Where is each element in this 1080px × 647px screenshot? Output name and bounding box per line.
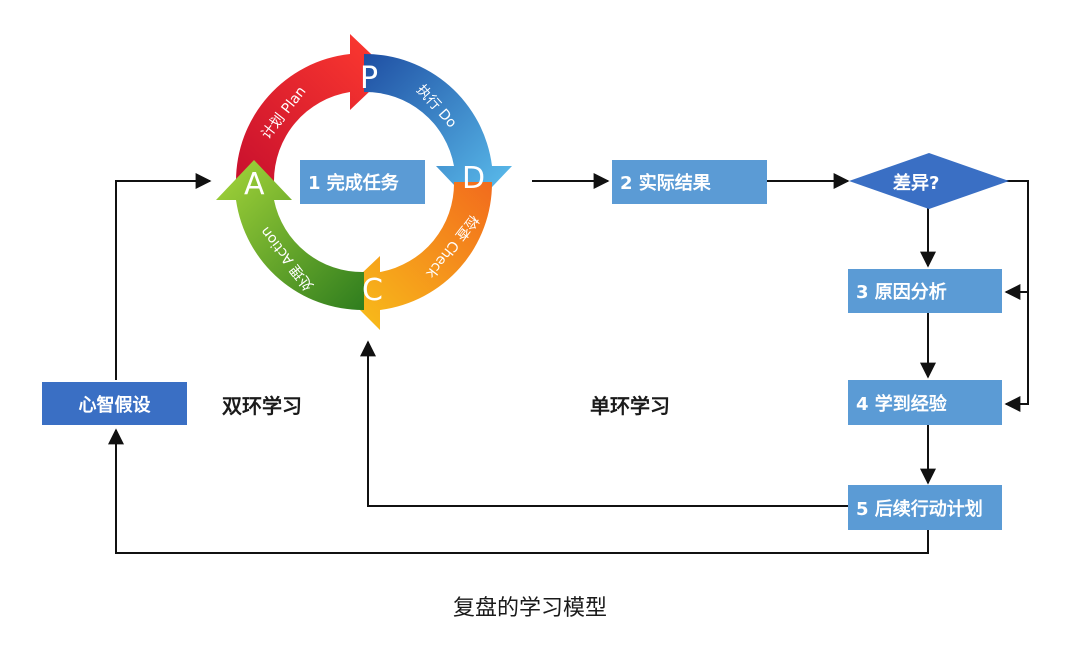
follow-up-plan-label: 5 后续行动计划 — [856, 498, 983, 520]
double-loop-label: 双环学习 — [222, 394, 302, 418]
cause-analysis-box: 3 原因分析 — [848, 269, 1002, 313]
act-arc — [216, 160, 364, 311]
arrow-model-to-cycle — [115, 173, 212, 380]
plan-letter: P — [360, 61, 378, 96]
actual-result-label: 2 实际结果 — [620, 173, 711, 194]
arrow-double-loop — [108, 428, 929, 554]
follow-up-plan-box: 5 后续行动计划 — [848, 485, 1002, 530]
arrow-single-loop — [360, 340, 848, 507]
single-loop-label: 单环学习 — [590, 394, 670, 418]
act-letter: A — [244, 167, 265, 202]
mental-model-box: 心智假设 — [42, 382, 187, 425]
check-arc — [342, 182, 493, 330]
check-letter: C — [362, 273, 383, 308]
cause-analysis-label: 3 原因分析 — [856, 282, 947, 303]
do-arc — [364, 53, 512, 206]
do-letter: D — [462, 161, 485, 196]
difference-label: 差异? — [893, 173, 940, 194]
complete-task-label: 1 完成任务 — [308, 173, 399, 194]
plan-arc — [235, 34, 390, 182]
complete-task-box: 1 完成任务 — [300, 160, 425, 204]
difference-diamond — [849, 153, 1009, 209]
diagram-caption: 复盘的学习模型 — [453, 596, 608, 621]
learn-experience-box: 4 学到经验 — [848, 380, 1002, 425]
mental-model-label: 心智假设 — [78, 394, 151, 416]
learn-experience-label: 4 学到经验 — [856, 393, 947, 415]
pdca-cycle: P D C A 计划 Plan 执行 Do 检查 Check 处理 Action — [216, 34, 512, 330]
actual-result-box: 2 实际结果 — [612, 160, 767, 204]
